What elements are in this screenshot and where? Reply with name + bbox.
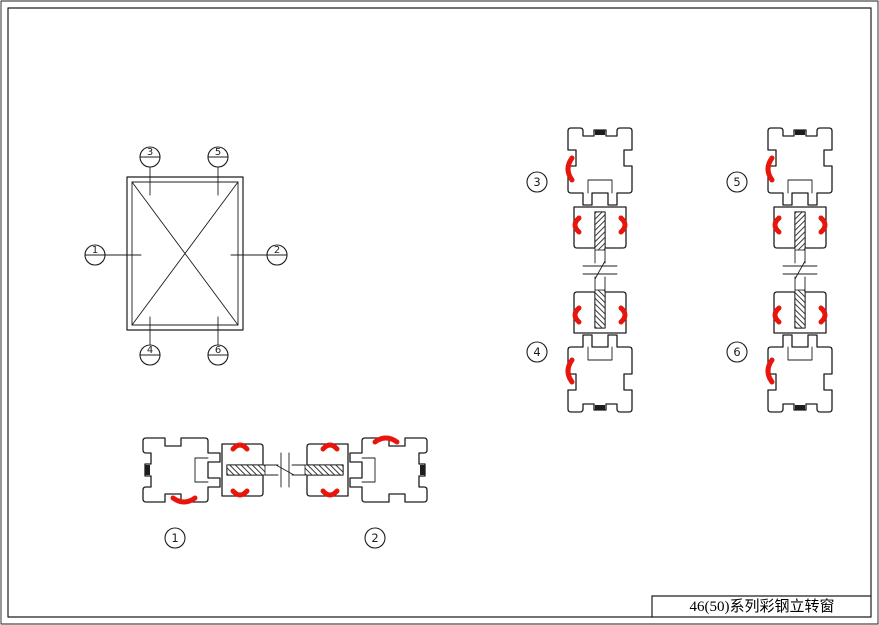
main-border [7, 7, 872, 618]
section-detail-horizontal: 1 2 [143, 438, 427, 549]
label-circle [526, 171, 548, 193]
section-marker-6: 6 [207, 316, 229, 366]
section-half-right [292, 438, 427, 502]
detail-label-2: 2 [364, 527, 386, 549]
window-frame-inner [131, 181, 239, 326]
marker-number: 4 [147, 345, 153, 356]
marker-number: 3 [147, 147, 153, 158]
detail-label-4: 4 [526, 341, 548, 363]
detail-label-3: 3 [526, 171, 548, 193]
detail-label-6: 6 [726, 341, 748, 363]
section-half-bottom [568, 277, 632, 412]
detail-label-5: 5 [726, 171, 748, 193]
marker-number: 6 [215, 345, 221, 356]
section-half-left [143, 438, 278, 502]
marker-number: 2 [274, 245, 280, 256]
label-circle [164, 527, 186, 549]
label-number: 6 [733, 345, 740, 359]
section-detail-vertical-b: 5 6 [726, 128, 832, 412]
window-frame-outer [126, 176, 244, 331]
glass-break-symbol [275, 452, 295, 488]
section-marker-3: 3 [139, 146, 161, 196]
section-half-top [568, 128, 632, 263]
glass-break-symbol [782, 260, 818, 280]
marker-number: 1 [92, 245, 98, 256]
label-circle [526, 341, 548, 363]
label-number: 4 [533, 345, 540, 359]
marker-number: 5 [215, 147, 221, 158]
section-marker-2: 2 [230, 244, 288, 266]
diagonal-line-2 [131, 181, 239, 326]
label-circle [364, 527, 386, 549]
section-marker-1: 1 [84, 244, 142, 266]
title-block: 46(50)系列彩钢立转窗 [651, 595, 872, 618]
label-circle [726, 341, 748, 363]
label-number: 3 [533, 175, 540, 189]
section-detail-vertical-a: 3 4 [526, 128, 632, 412]
detail-label-1: 1 [164, 527, 186, 549]
elevation-view [126, 176, 244, 331]
section-marker-5: 5 [207, 146, 229, 196]
section-half-top [768, 128, 832, 263]
section-half-bottom [768, 277, 832, 412]
label-circle [726, 171, 748, 193]
drawing-title: 46(50)系列彩钢立转窗 [690, 597, 835, 615]
label-number: 2 [371, 531, 378, 545]
glass-break-symbol [582, 260, 618, 280]
section-marker-4: 4 [139, 316, 161, 366]
label-number: 5 [733, 175, 740, 189]
label-number: 1 [171, 531, 178, 545]
